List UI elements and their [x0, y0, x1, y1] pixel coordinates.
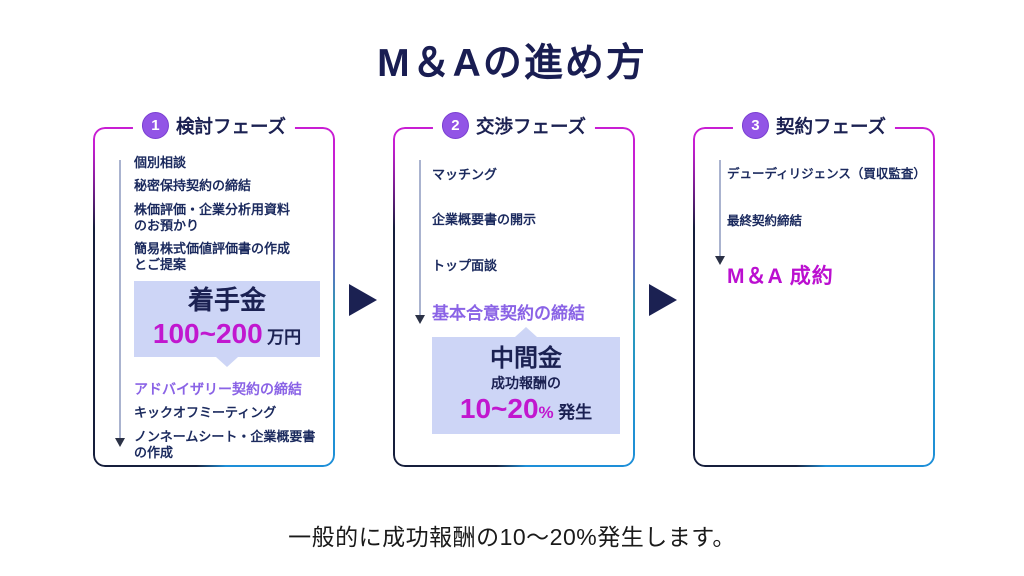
- phase-3-content: デューディリジェンス（買収監査） 最終契約締結 M＆A 成約: [727, 167, 933, 290]
- footer-note: 一般的に成功報酬の10〜20%発生します。: [288, 524, 736, 550]
- phase-title: 検討フェーズ: [175, 115, 287, 137]
- phase-card-contract: 3 契約フェーズ デューディリジェンス（買収監査） 最終契約締結 M＆A 成約: [693, 112, 935, 467]
- fee-amount-unit: 万円: [267, 328, 302, 348]
- step-item: 最終契約締結: [727, 213, 803, 228]
- step-item: 株価評価・企業分析用資料 のお預かり: [134, 201, 291, 233]
- step-item: 個別相談: [134, 155, 187, 170]
- fee-title: 中間金: [490, 345, 562, 372]
- phase-1-header: 1 検討フェーズ: [132, 112, 296, 139]
- next-phase-arrow: [349, 284, 377, 316]
- step-item: トップ面談: [432, 257, 498, 273]
- phase-title: 交渉フェーズ: [475, 115, 587, 137]
- step-item: ノンネームシート・企業概要書 の作成: [134, 428, 316, 460]
- page-title: M＆Aの進め方: [377, 42, 647, 85]
- fee-amount: 10~20% 発生: [432, 392, 620, 426]
- fee-amount: 100~200 万円: [134, 317, 320, 351]
- phase-2-header: 2 交渉フェーズ: [432, 112, 596, 139]
- phase-1-content: 個別相談 秘密保持契約の締結 株価評価・企業分析用資料 のお預かり 簡易株式価値…: [134, 155, 324, 468]
- retainer-fee-callout: 着手金 100~200 万円: [134, 280, 320, 357]
- fee-subtitle: 成功報酬の: [491, 375, 561, 392]
- phase-3-header: 3 契約フェーズ: [732, 112, 896, 139]
- step-item: デューディリジェンス（買収監査）: [727, 167, 926, 181]
- phase-number-badge: 2: [441, 112, 469, 139]
- ma-closing-label: M＆A 成約: [727, 265, 834, 289]
- phase-number-badge: 3: [741, 112, 769, 139]
- fee-amount-number: 10~20: [459, 393, 539, 425]
- interim-fee-callout: 中間金 成功報酬の 10~20% 発生: [432, 337, 620, 434]
- step-item: 企業概要書の開示: [432, 212, 537, 228]
- step-item: 簡易株式価値評価書の作成 とご提案: [134, 241, 291, 273]
- fee-amount-percent: %: [538, 403, 554, 423]
- phase-title: 契約フェーズ: [775, 115, 887, 137]
- phase-2-content: マッチング 企業概要書の開示 トップ面談 基本合意契約の締結 中間金 成功報酬の…: [432, 167, 628, 434]
- step-item: マッチング: [432, 167, 498, 182]
- step-item-highlight: 基本合意契約の締結: [432, 303, 585, 323]
- fee-title: 着手金: [187, 284, 266, 315]
- timeline-down-arrow: [719, 160, 721, 256]
- step-item: キックオフミーティング: [134, 405, 277, 421]
- fee-amount-unit: 発生: [558, 403, 593, 423]
- next-phase-arrow: [649, 284, 677, 316]
- timeline-down-arrow: [119, 160, 121, 438]
- phase-card-consideration: 1 検討フェーズ 個別相談 秘密保持契約の締結 株価評価・企業分析用資料 のお預…: [93, 112, 335, 468]
- timeline-down-arrow: [419, 160, 421, 315]
- fee-amount-number: 100~200: [152, 318, 263, 350]
- step-item-highlight: アドバイザリー契約の締結: [134, 380, 302, 397]
- phase-number-badge: 1: [141, 112, 169, 139]
- step-item: 秘密保持契約の締結: [134, 178, 252, 194]
- phase-card-negotiation: 2 交渉フェーズ マッチング 企業概要書の開示 トップ面談 基本合意契約の締結 …: [393, 112, 635, 467]
